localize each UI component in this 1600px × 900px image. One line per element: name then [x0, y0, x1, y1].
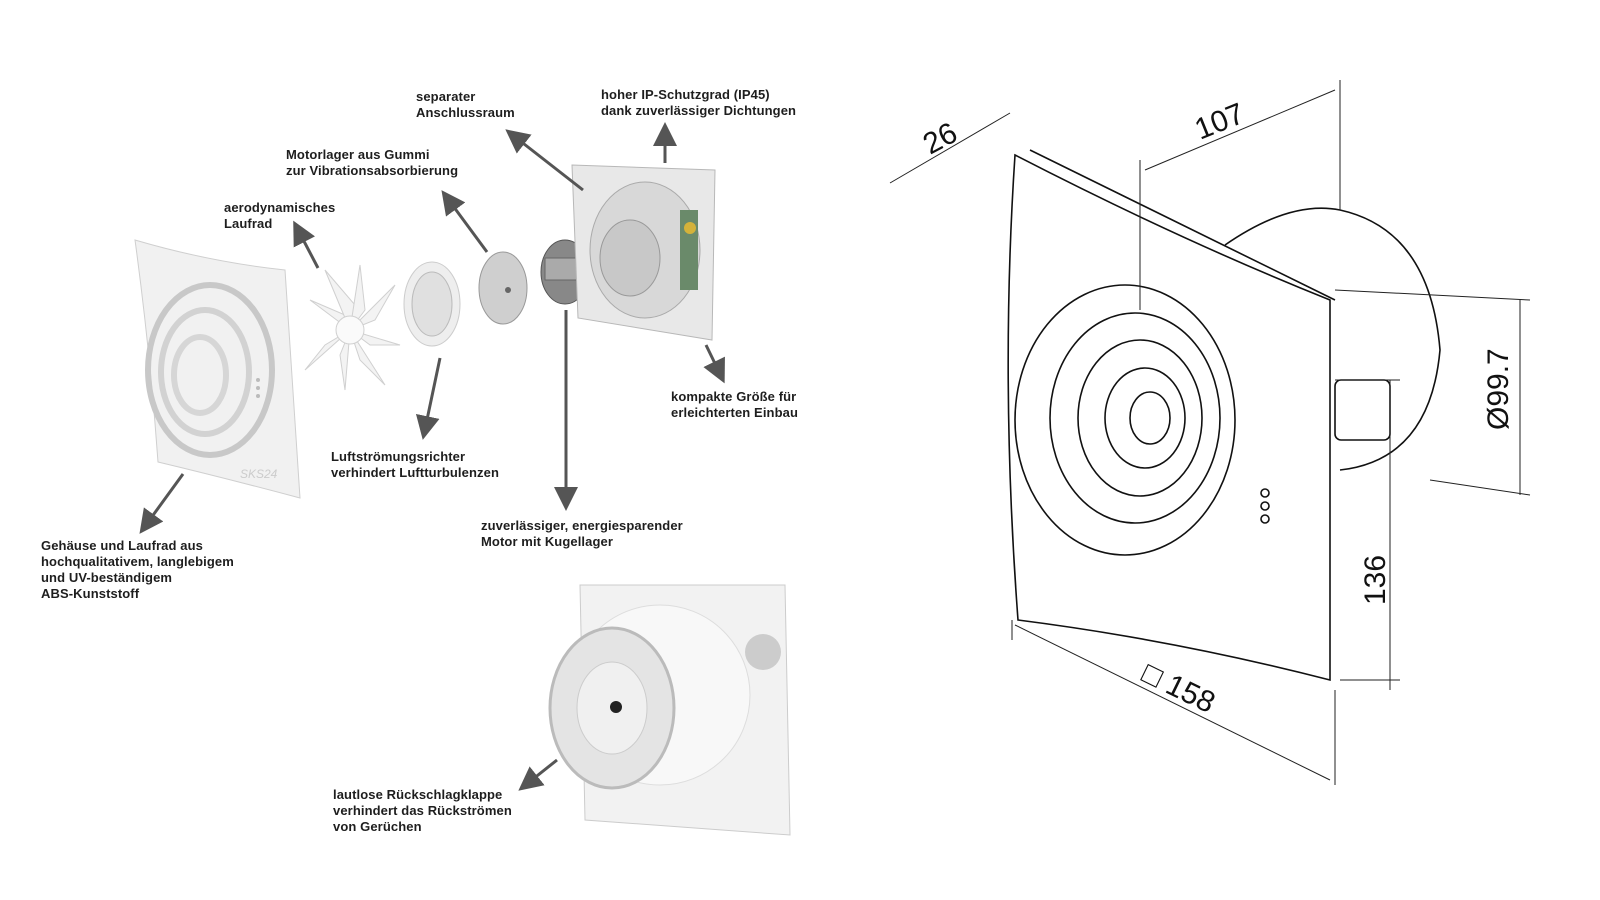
dimension-size: □ 158 — [1137, 657, 1220, 720]
label-connection-room: separater Anschlussraum — [416, 89, 515, 120]
label-housing: Gehäuse und Laufrad aus hochqualitativem… — [41, 538, 234, 601]
label-compact: kompakte Größe für erleichterten Einbau — [671, 389, 798, 420]
label-ip-rating: hoher IP-Schutzgrad (IP45) dank zuverläs… — [601, 87, 797, 118]
dimension-diameter: Ø99.7 — [1482, 348, 1515, 430]
back-view-image — [548, 584, 791, 836]
label-backdraft: lautlose Rückschlagklappe verhindert das… — [333, 787, 512, 834]
label-motor-mount: Motorlager aus Gummi zur Vibrationsabsor… — [286, 147, 459, 178]
dimension-height-axis: 136 — [1359, 555, 1392, 605]
callout-arrows — [139, 122, 725, 791]
housing-image — [571, 164, 716, 341]
dimension-depth-total: 107 — [1190, 97, 1249, 146]
label-motor: zuverlässiger, energiesparender Motor mi… — [481, 518, 683, 549]
label-impeller: aerodynamisches Laufrad — [224, 200, 336, 231]
flow-straightener-image — [403, 261, 461, 347]
brand-logo: SKS24 — [240, 467, 278, 481]
motor-mount-image — [478, 251, 528, 325]
dimension-depth-front: 26 — [918, 116, 963, 161]
impeller-image — [304, 264, 401, 391]
exploded-view-drawing: SKS24 — [134, 122, 791, 836]
front-cover-image: SKS24 — [134, 239, 301, 499]
label-flow-straightener: Luftströmungsrichter verhindert Luftturb… — [331, 449, 499, 480]
